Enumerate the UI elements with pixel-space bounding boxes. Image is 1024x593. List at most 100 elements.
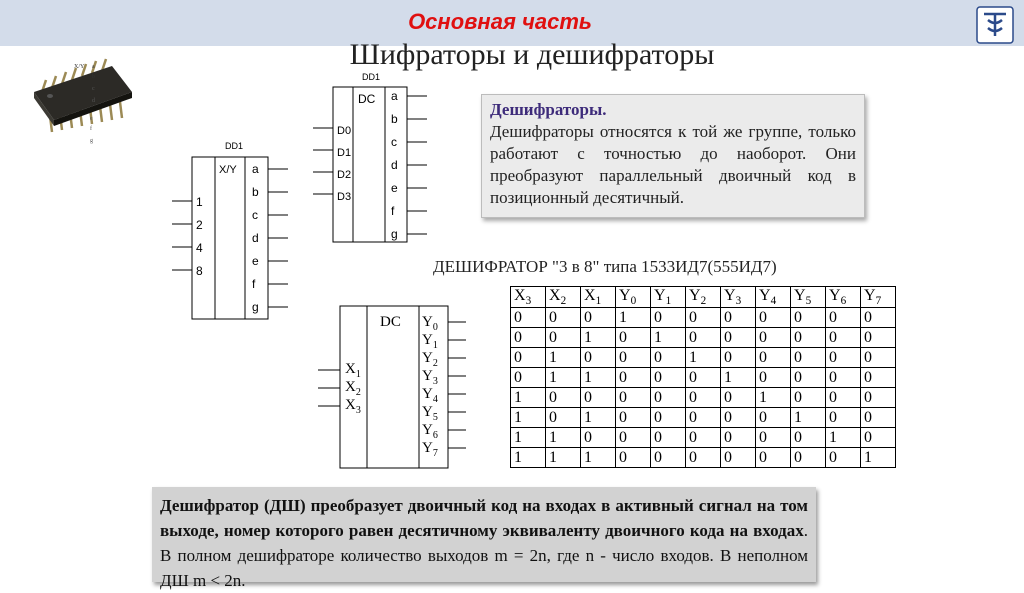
truth-table-cell: 0	[545, 387, 581, 409]
truth-table-cell: 0	[545, 307, 581, 329]
truth-table-cell: 1	[825, 427, 861, 449]
truth-table-header-cell: Y1	[650, 285, 686, 309]
ic-chip-photo: X/Y a b c d e f g	[34, 58, 132, 144]
truth-table-cell: 0	[510, 327, 546, 349]
truth-table-cell: 0	[860, 327, 896, 349]
truth-table-cell: 0	[650, 387, 686, 409]
truth-table-cell: 0	[825, 307, 861, 329]
chip-label-xy: X/Y	[74, 64, 85, 70]
truth-table-cell: 0	[510, 367, 546, 389]
decoder-input-d2: D2	[337, 169, 351, 181]
truth-table-cell: 0	[755, 447, 791, 469]
decoder-designator: DD1	[362, 72, 380, 82]
truth-table-cell: 1	[720, 367, 756, 389]
encoder-input-2: 2	[196, 218, 203, 232]
decoder-output-e: e	[391, 181, 398, 195]
decoder-output-a: a	[391, 89, 398, 103]
truth-table-cell: 0	[685, 387, 721, 409]
encoder-input-8: 8	[196, 264, 203, 278]
encoder-designator: DD1	[225, 141, 243, 151]
encoder-output-a: a	[252, 162, 259, 176]
truth-table-cell: 0	[790, 367, 826, 389]
truth-table-cell: 0	[615, 407, 651, 429]
truth-table-cell: 0	[580, 387, 616, 409]
decoder-input-d1: D1	[337, 147, 351, 159]
encoder-block-diagram: DD1 X/Y 1 2 4 8 a b c d e f g	[172, 141, 288, 320]
page-title: Шифраторы и дешифраторы	[349, 38, 715, 71]
dc-input-x2: X2	[345, 379, 361, 398]
truth-table-cell: 0	[860, 427, 896, 449]
decoder-function: DC	[358, 92, 376, 106]
encoder-input-1: 1	[196, 195, 203, 209]
truth-table-header-cell: Y5	[790, 285, 826, 309]
decoder-info-box: Дешифраторы. Дешифраторы относятся к той…	[481, 94, 865, 218]
truth-table-cell: 0	[755, 367, 791, 389]
chip-label-f: f	[90, 125, 92, 132]
truth-table-header-cell: X2	[545, 285, 581, 309]
truth-table-cell: 1	[510, 407, 546, 429]
truth-table-cell: 1	[580, 327, 616, 349]
truth-table-cell: 1	[510, 447, 546, 469]
truth-table-cell: 0	[790, 307, 826, 329]
truth-table-cell: 0	[755, 327, 791, 349]
truth-table-cell: 0	[650, 427, 686, 449]
truth-table-cell: 1	[580, 367, 616, 389]
truth-table-cell: 0	[720, 347, 756, 369]
encoder-output-c: c	[252, 208, 258, 222]
encoder-output-f: f	[252, 277, 256, 291]
truth-table-cell: 0	[545, 407, 581, 429]
info-heading: Дешифраторы.	[490, 100, 607, 119]
truth-table-cell: 0	[685, 307, 721, 329]
decoder-output-g: g	[391, 227, 398, 241]
truth-table-cell: 0	[650, 307, 686, 329]
truth-table-header-cell: X3	[510, 285, 546, 309]
truth-table-header-cell: X1	[580, 285, 616, 309]
truth-table-caption: ДЕШИФРАТОР "3 в 8" типа 1533ИД7(555ИД7)	[433, 257, 777, 276]
truth-table-cell: 0	[510, 347, 546, 369]
dc-input-x3: X3	[345, 397, 361, 416]
truth-table-cell: 0	[755, 307, 791, 329]
truth-table-cell: 0	[650, 447, 686, 469]
truth-table-cell: 0	[720, 307, 756, 329]
section-title: Основная часть	[408, 9, 592, 34]
decoder-output-d: d	[391, 158, 398, 172]
encoder-output-g: g	[252, 300, 259, 314]
truth-table-cell: 1	[615, 307, 651, 329]
decoder-block-diagram: DD1 DC D0 D1 D2 D3 a b c d e f g	[313, 72, 427, 243]
university-logo-icon	[976, 6, 1014, 44]
truth-table-cell: 0	[685, 367, 721, 389]
encoder-input-4: 4	[196, 241, 203, 255]
truth-table-cell: 0	[545, 327, 581, 349]
header-band	[0, 0, 1024, 46]
dc-output-y0: Y0	[422, 314, 438, 333]
dc-output-y5: Y5	[422, 404, 438, 423]
decoder-input-d3: D3	[337, 191, 351, 203]
truth-table-cell: 0	[860, 347, 896, 369]
truth-table-header-cell: Y0	[615, 285, 651, 309]
truth-table-cell: 0	[720, 327, 756, 349]
truth-table-cell: 0	[825, 387, 861, 409]
truth-table-cell: 0	[650, 347, 686, 369]
truth-table-cell: 0	[790, 327, 826, 349]
truth-table-cell: 1	[790, 407, 826, 429]
dc-output-y2: Y2	[422, 350, 438, 369]
dc-function: DC	[380, 314, 401, 330]
truth-table-header-cell: Y3	[720, 285, 756, 309]
decoder-input-d0: D0	[337, 125, 351, 137]
encoder-output-b: b	[252, 185, 259, 199]
truth-table-cell: 0	[615, 387, 651, 409]
encoder-function: X/Y	[219, 164, 237, 176]
truth-table-cell: 0	[650, 367, 686, 389]
truth-table-cell: 0	[825, 367, 861, 389]
truth-table-cell: 0	[720, 447, 756, 469]
truth-table-cell: 1	[755, 387, 791, 409]
truth-table-cell: 0	[755, 347, 791, 369]
chip-label-b: b	[92, 74, 95, 80]
truth-table-cell: 0	[685, 447, 721, 469]
